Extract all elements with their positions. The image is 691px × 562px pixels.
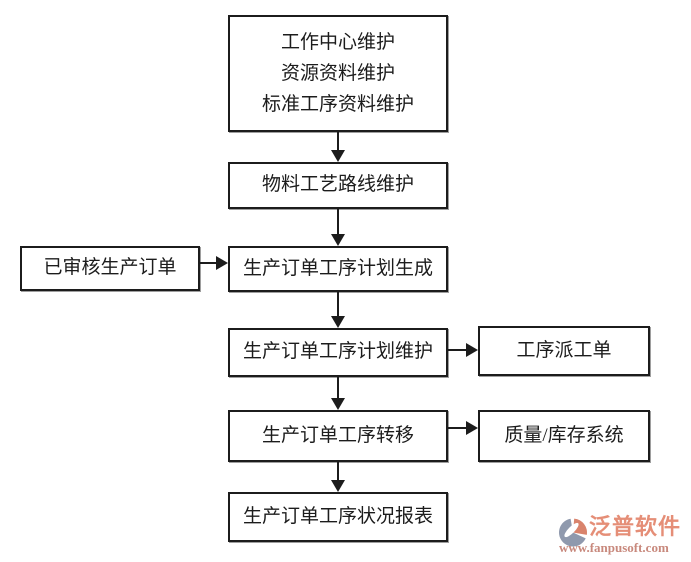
node-process-transfer: 生产订单工序转移 <box>228 410 448 462</box>
node-master-data-line-1: 工作中心维护 <box>280 32 395 53</box>
node-approved-production-order: 已审核生产订单 <box>20 246 200 291</box>
node-material-routing: 物料工艺路线维护 <box>228 162 448 209</box>
node-process-plan-generate: 生产订单工序计划生成 <box>228 246 448 292</box>
node-master-data-line-2: 资源资料维护 <box>280 63 395 84</box>
arrow-transfer-to-quality-head <box>466 421 478 435</box>
arrow-plangen-to-planmaint-line <box>337 292 339 316</box>
node-quality-inventory-system: 质量/库存系统 <box>478 410 650 462</box>
arrow-planmaint-to-dispatch-line <box>448 349 466 351</box>
fanpu-watermark: 泛普软件 www.fanpusoft.com <box>556 514 691 558</box>
arrow-transfer-to-quality-line <box>448 427 466 429</box>
node-process-status-report: 生产订单工序状况报表 <box>228 492 448 542</box>
arrow-transfer-to-report-head <box>331 480 345 492</box>
logo-icon-coral-segment <box>573 518 587 535</box>
arrow-routing-to-plangen-line <box>337 209 339 234</box>
fanpu-logo-icon <box>559 518 587 547</box>
node-process-dispatch-order: 工序派工单 <box>478 326 650 376</box>
node-process-plan-maintain: 生产订单工序计划维护 <box>228 328 448 377</box>
arrow-master-to-routing-head <box>331 150 345 162</box>
arrow-approved-to-plangen-head <box>216 256 228 270</box>
fanpu-url-text: www.fanpusoft.com <box>559 540 669 555</box>
arrow-routing-to-plangen-head <box>331 234 345 246</box>
arrow-planmaint-to-transfer-line <box>337 377 339 398</box>
arrow-approved-to-plangen-line <box>200 262 216 264</box>
logo-icon-swoosh <box>564 522 579 538</box>
arrow-transfer-to-report-line <box>337 462 339 480</box>
arrow-plangen-to-planmaint-head <box>331 316 345 328</box>
node-master-data: 工作中心维护 资源资料维护 标准工序资料维护 <box>228 15 448 132</box>
arrow-master-to-routing-line <box>337 132 339 150</box>
node-master-data-line-3: 标准工序资料维护 <box>261 94 414 115</box>
fanpu-brand-text: 泛普软件 <box>589 514 682 539</box>
arrow-planmaint-to-dispatch-head <box>466 343 478 357</box>
arrow-planmaint-to-transfer-head <box>331 398 345 410</box>
